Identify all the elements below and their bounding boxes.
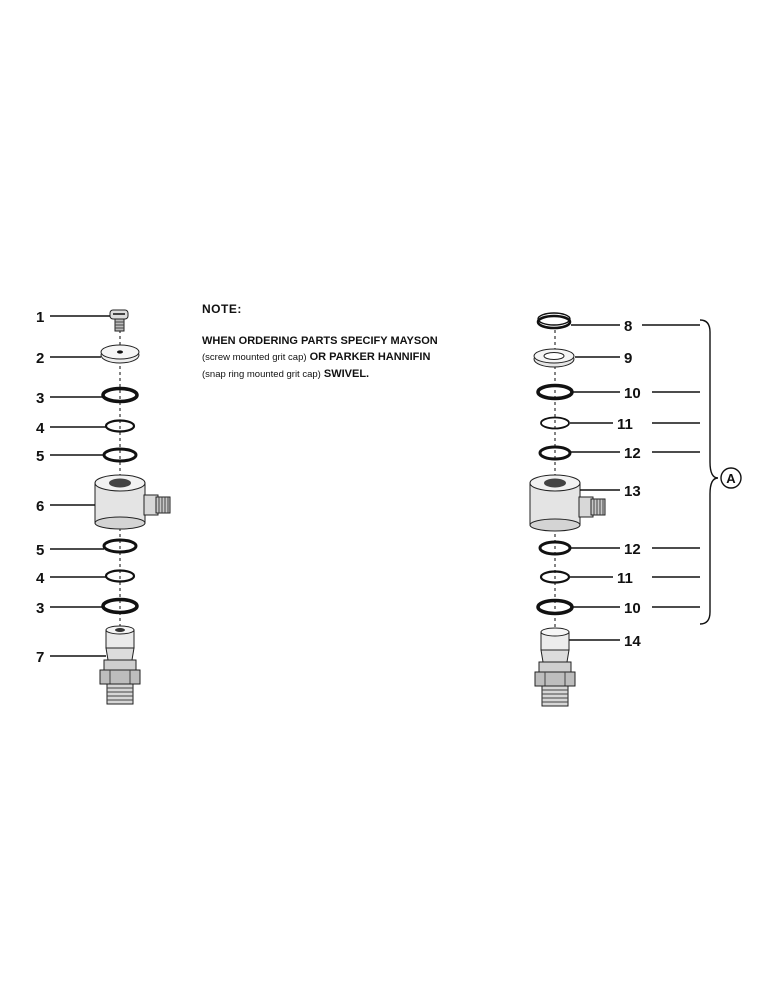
callout-2: 2 (36, 350, 44, 367)
callout-3: 3 (36, 600, 44, 617)
note-line-3: (snap ring mounted grit cap) SWIVEL. (202, 366, 522, 383)
note-parker-description: (snap ring mounted grit cap) (202, 369, 321, 380)
callout-9: 9 (624, 350, 632, 367)
callout-12: 12 (624, 445, 641, 462)
swivel-fitting-part (99, 625, 141, 705)
note-line-1: WHEN ORDERING PARTS SPECIFY MAYSON (202, 335, 438, 347)
callout-13: 13 (624, 483, 641, 500)
o-ring-part (538, 445, 572, 461)
callout-3: 3 (36, 390, 44, 407)
note-line-3-text: SWIVEL. (323, 368, 370, 380)
o-ring-part (101, 386, 139, 404)
snap-ring-part (536, 312, 572, 330)
ordering-note: NOTE: WHEN ORDERING PARTS SPECIFY MAYSON… (202, 302, 522, 383)
o-ring-part (536, 383, 574, 401)
swivel-body-part (94, 474, 171, 530)
right-swivel-assembly: 8 9 10 11 12 13 12 11 10 14 A (529, 312, 742, 707)
screw-part (109, 309, 129, 332)
grit-cap-part (533, 348, 575, 368)
o-ring-part (101, 597, 139, 615)
note-mayson-description: (screw mounted grit cap) (202, 352, 307, 363)
callout-4: 4 (36, 420, 45, 437)
grit-cap-part (100, 344, 140, 364)
callout-11: 11 (617, 570, 633, 587)
callout-11: 11 (617, 416, 633, 433)
callout-10: 10 (624, 385, 641, 402)
callout-6: 6 (36, 498, 44, 515)
callout-5: 5 (36, 542, 44, 559)
backup-ring-part (540, 416, 570, 430)
callout-10: 10 (624, 600, 641, 617)
callout-a-label: A (726, 471, 736, 486)
callout-14: 14 (624, 633, 641, 650)
backup-ring-part (539, 570, 571, 584)
note-line-2: (screw mounted grit cap) OR PARKER HANNI… (202, 349, 522, 366)
callout-8: 8 (624, 318, 632, 335)
o-ring-part (536, 598, 574, 616)
swivel-fitting-part (534, 627, 576, 707)
callout-5: 5 (36, 448, 44, 465)
callout-7: 7 (36, 649, 44, 666)
assembly-callout-a: A (720, 467, 742, 489)
note-title: NOTE: (202, 302, 242, 316)
note-line-2-text: OR PARKER HANNIFIN (309, 351, 431, 363)
assembly-bracket (699, 319, 719, 625)
o-ring-part (538, 540, 572, 556)
left-swivel-assembly: 1 2 3 4 5 6 5 4 3 7 (36, 309, 171, 705)
callout-4: 4 (36, 570, 45, 587)
callout-12: 12 (624, 541, 641, 558)
backup-ring-part (104, 419, 136, 433)
backup-ring-part (104, 569, 136, 583)
o-ring-part (102, 538, 138, 554)
callout-1: 1 (36, 309, 44, 326)
swivel-body-part (529, 474, 606, 532)
